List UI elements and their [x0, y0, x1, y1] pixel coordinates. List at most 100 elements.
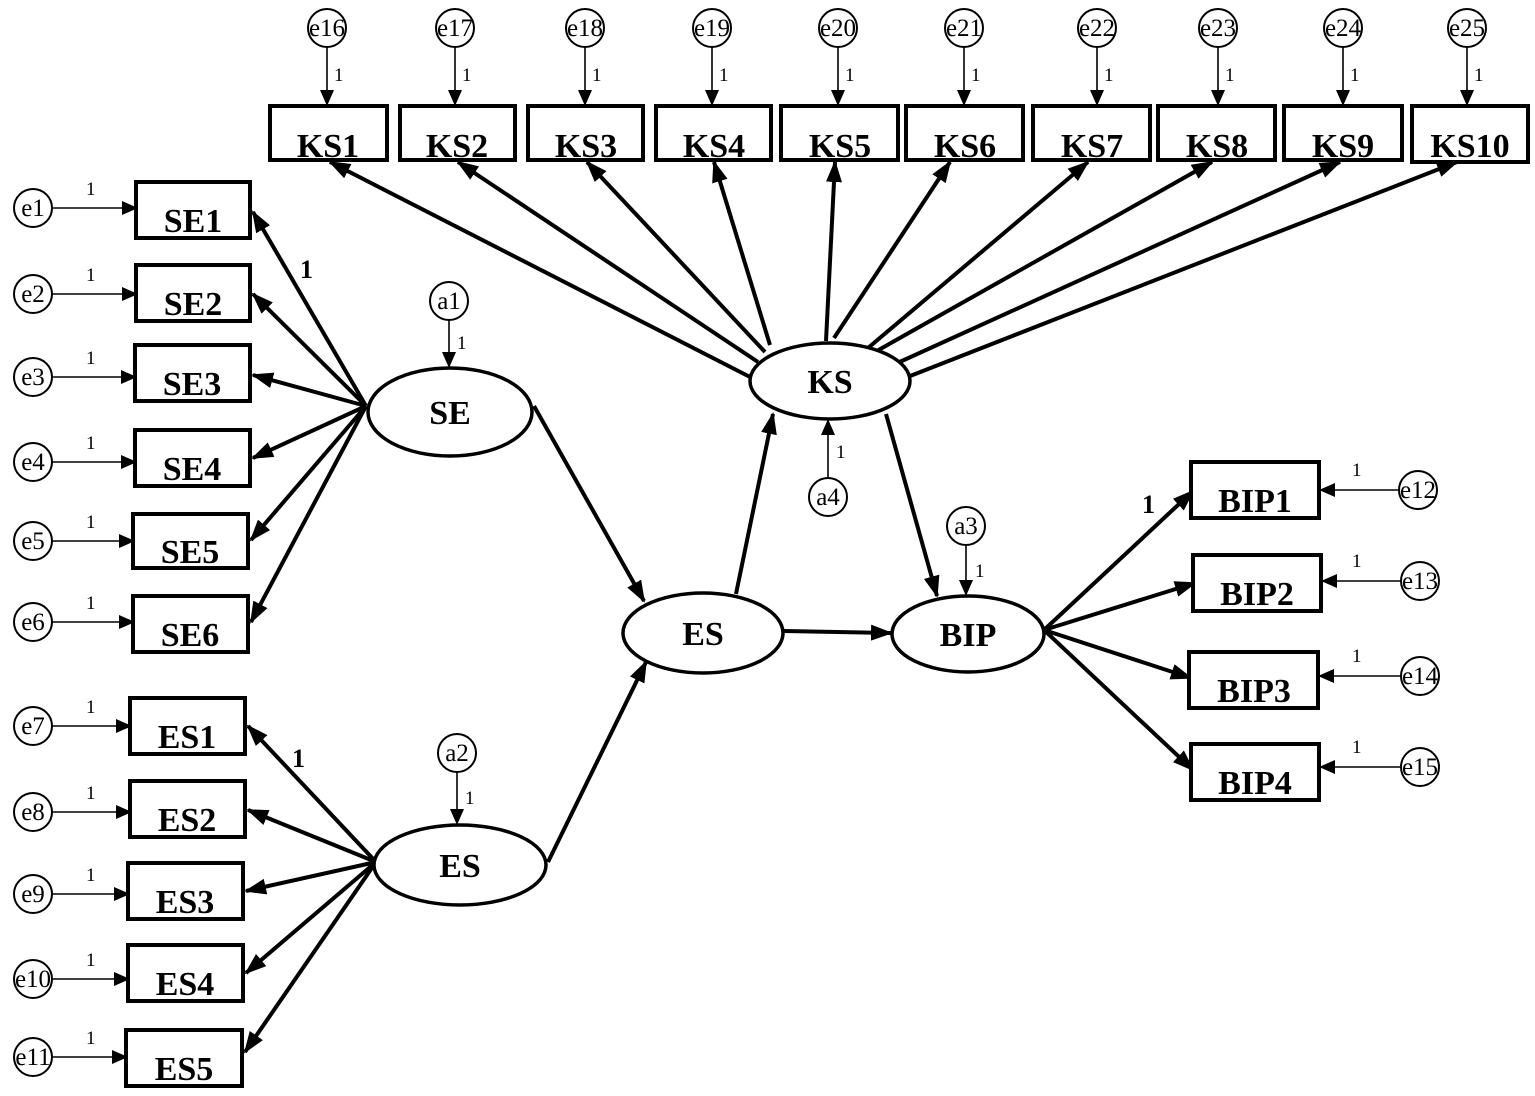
indicator-se3-label: SE3 — [163, 366, 222, 403]
weight-e10: 1 — [86, 950, 96, 971]
latent-es-mediator-label: ES — [682, 616, 724, 653]
error-e10: e10 — [13, 959, 53, 999]
weight-e16: 1 — [334, 65, 344, 86]
loading-es1-fixed: 1 — [292, 744, 305, 773]
error-e15: e15 — [1400, 747, 1440, 787]
indicator-bip3: BIP3 — [1187, 650, 1320, 710]
error-e23: e23 — [1198, 8, 1238, 48]
svg-text:e5: e5 — [21, 528, 45, 555]
weight-e2: 1 — [86, 265, 96, 286]
indicator-se1: SE1 — [134, 180, 252, 240]
disturbance-a3: a3 — [946, 506, 986, 546]
svg-text:e16: e16 — [309, 15, 345, 42]
structural-arrow-es-bip — [783, 624, 893, 641]
svg-text:e22: e22 — [1079, 15, 1115, 42]
error-e14: e14 — [1400, 656, 1440, 696]
indicator-ks9: KS9 — [1282, 104, 1404, 165]
svg-text:e20: e20 — [820, 15, 856, 42]
loading-arrow-se2 — [251, 292, 368, 408]
error-e19: e19 — [692, 8, 732, 48]
weight-e3: 1 — [86, 348, 96, 369]
weight-a2: 1 — [465, 788, 475, 809]
error-e2: e2 — [13, 274, 53, 314]
error-e11: e11 — [13, 1037, 53, 1077]
error-e9: e9 — [13, 874, 53, 914]
indicator-se4-label: SE4 — [163, 451, 222, 488]
indicator-es5-label: ES5 — [155, 1051, 214, 1088]
svg-text:e4: e4 — [21, 449, 45, 476]
loading-arrow-ks6 — [832, 160, 952, 340]
indicator-se1-label: SE1 — [164, 203, 223, 240]
loading-arrow-ks10 — [904, 160, 1459, 380]
error-e17: e17 — [435, 8, 475, 48]
loading-arrow-bip4 — [1042, 628, 1195, 772]
svg-text:e18: e18 — [567, 15, 603, 42]
latent-se: SE — [366, 366, 534, 458]
latent-ks: KS — [748, 341, 912, 421]
indicator-ks5-label: KS5 — [809, 128, 871, 165]
weight-e1: 1 — [86, 179, 96, 200]
loading-arrow-se1 — [251, 210, 368, 408]
weight-e21: 1 — [971, 65, 981, 86]
loading-arrow-se5 — [249, 404, 368, 542]
indicator-se5: SE5 — [131, 512, 250, 571]
weight-e7: 1 — [86, 697, 96, 718]
loading-arrow-es5 — [243, 860, 378, 1054]
loading-se1-fixed: 1 — [300, 255, 313, 284]
error-e18: e18 — [565, 8, 605, 48]
indicator-ks3: KS3 — [526, 104, 645, 165]
loading-arrow-ks1 — [328, 160, 753, 380]
indicator-se2-label: SE2 — [164, 286, 223, 323]
indicator-ks10-label: KS10 — [1430, 128, 1509, 165]
indicator-ks3-label: KS3 — [555, 128, 617, 165]
indicator-ks7: KS7 — [1031, 104, 1152, 165]
svg-text:e17: e17 — [437, 15, 473, 42]
weight-e8: 1 — [86, 783, 96, 804]
indicator-se6: SE6 — [131, 594, 250, 654]
error-e21: e21 — [944, 8, 984, 48]
indicator-es5: ES5 — [124, 1028, 244, 1088]
svg-text:e12: e12 — [1400, 477, 1436, 504]
loading-arrow-es3 — [244, 860, 377, 895]
weight-e23: 1 — [1225, 65, 1235, 86]
weight-e18: 1 — [592, 65, 602, 86]
svg-text:e15: e15 — [1402, 754, 1438, 781]
error-e25: e25 — [1447, 8, 1487, 48]
error-e24: e24 — [1323, 8, 1363, 48]
structural-arrow-esx-es — [546, 660, 648, 863]
loading-arrow-se3 — [251, 372, 367, 408]
structural-arrow-es-ks — [734, 412, 777, 595]
weight-e9: 1 — [86, 865, 96, 886]
indicator-bip2: BIP2 — [1191, 553, 1323, 613]
svg-text:e11: e11 — [15, 1044, 50, 1071]
svg-text:e10: e10 — [15, 966, 51, 993]
indicator-ks4: KS4 — [654, 104, 773, 165]
weight-e4: 1 — [86, 433, 96, 454]
error-e8: e8 — [13, 792, 53, 832]
indicator-bip1-label: BIP1 — [1218, 483, 1292, 520]
loading-arrow-bip3 — [1043, 628, 1193, 680]
loading-arrow-ks7 — [866, 160, 1090, 350]
indicator-ks5: KS5 — [779, 104, 900, 165]
svg-text:a4: a4 — [816, 484, 840, 511]
weight-e25: 1 — [1474, 65, 1484, 86]
loading-arrow-es2 — [246, 808, 377, 864]
weight-a4: 1 — [836, 442, 846, 463]
indicator-es4: ES4 — [126, 943, 245, 1003]
weight-e20: 1 — [845, 65, 855, 86]
structural-arrow-ks-bip — [884, 413, 940, 598]
indicator-ks2: KS2 — [398, 104, 517, 165]
structural-arrow-se-es — [532, 405, 646, 603]
error-e20: e20 — [818, 8, 858, 48]
indicator-se6-label: SE6 — [161, 617, 220, 654]
latent-es-exogenous-label: ES — [439, 848, 481, 885]
indicator-ks1-label: KS1 — [297, 128, 359, 165]
loading-arrow-ks5 — [824, 160, 842, 342]
indicator-ks6-label: KS6 — [934, 128, 996, 165]
loading-arrow-bip1 — [1042, 489, 1195, 632]
loading-arrow-ks3 — [585, 160, 767, 354]
weight-e11: 1 — [86, 1028, 96, 1049]
svg-text:a3: a3 — [954, 513, 978, 540]
indicator-es2-label: ES2 — [158, 802, 217, 839]
